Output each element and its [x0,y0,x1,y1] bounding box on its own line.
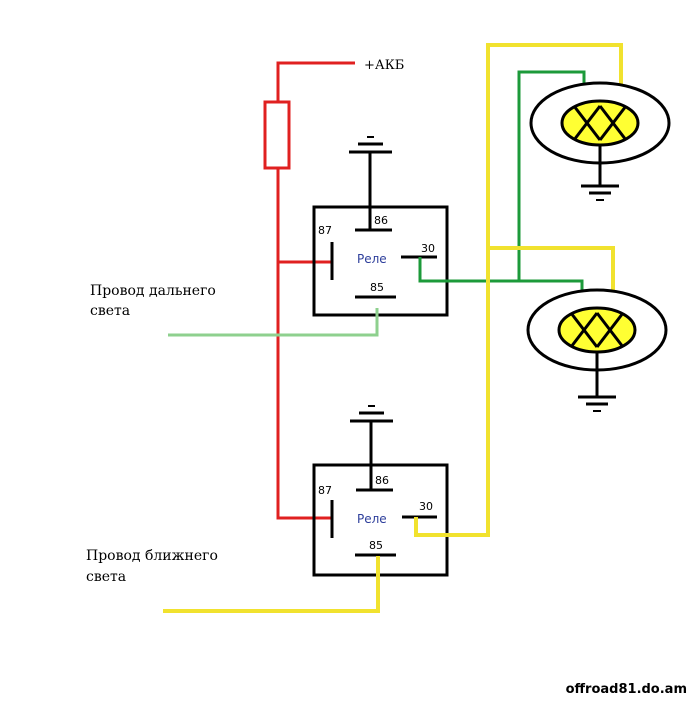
headlamp-filament [569,312,599,348]
battery-label: +АКБ [364,58,404,73]
fuse [263,100,291,170]
relay-low-beam: 86 87 Реле 30 85 [312,405,449,577]
battery-wire [276,61,355,102]
relay-low-pin87: 87 [318,484,332,497]
headlamp-filament [598,105,628,141]
headlamp-filament [595,312,625,348]
headlamp-top [529,81,671,201]
watermark: offroad81.do.am [565,682,687,697]
high-beam-output-wire [418,257,584,295]
relay-low-pin86: 86 [375,474,389,487]
low-beam-wire-label-line1: Провод ближнего [86,548,218,564]
headlamp-bottom [526,288,668,412]
low-beam-output-wire [414,43,623,537]
high-beam-wire-label-line2: света [90,303,130,319]
relay-high-pin86: 86 [374,214,388,227]
relay-low-pin30: 30 [419,500,433,513]
relay-high-pin85: 85 [370,281,384,294]
low-beam-branch-wire [488,246,615,297]
relay-low-pin85: 85 [369,539,383,552]
relay-high-box [312,205,449,317]
relay-high-pin87: 87 [318,224,332,237]
low-beam-circuit [163,43,623,613]
relay-high-beam: 86 87 Реле 30 85 [312,136,449,317]
relay-high-pin30: 30 [421,242,435,255]
headlamp-filament [572,105,602,141]
high-beam-input-wire [168,308,379,337]
high-beam-wire-label-line1: Провод дальнего [90,283,216,299]
low-beam-wire-label-line2: света [86,569,126,585]
relay-low-box [312,463,449,577]
relay-high-name: Реле [357,252,387,266]
low-beam-input-wire [163,556,380,613]
battery-circuit [263,61,355,520]
relay-low-name: Реле [357,512,387,526]
